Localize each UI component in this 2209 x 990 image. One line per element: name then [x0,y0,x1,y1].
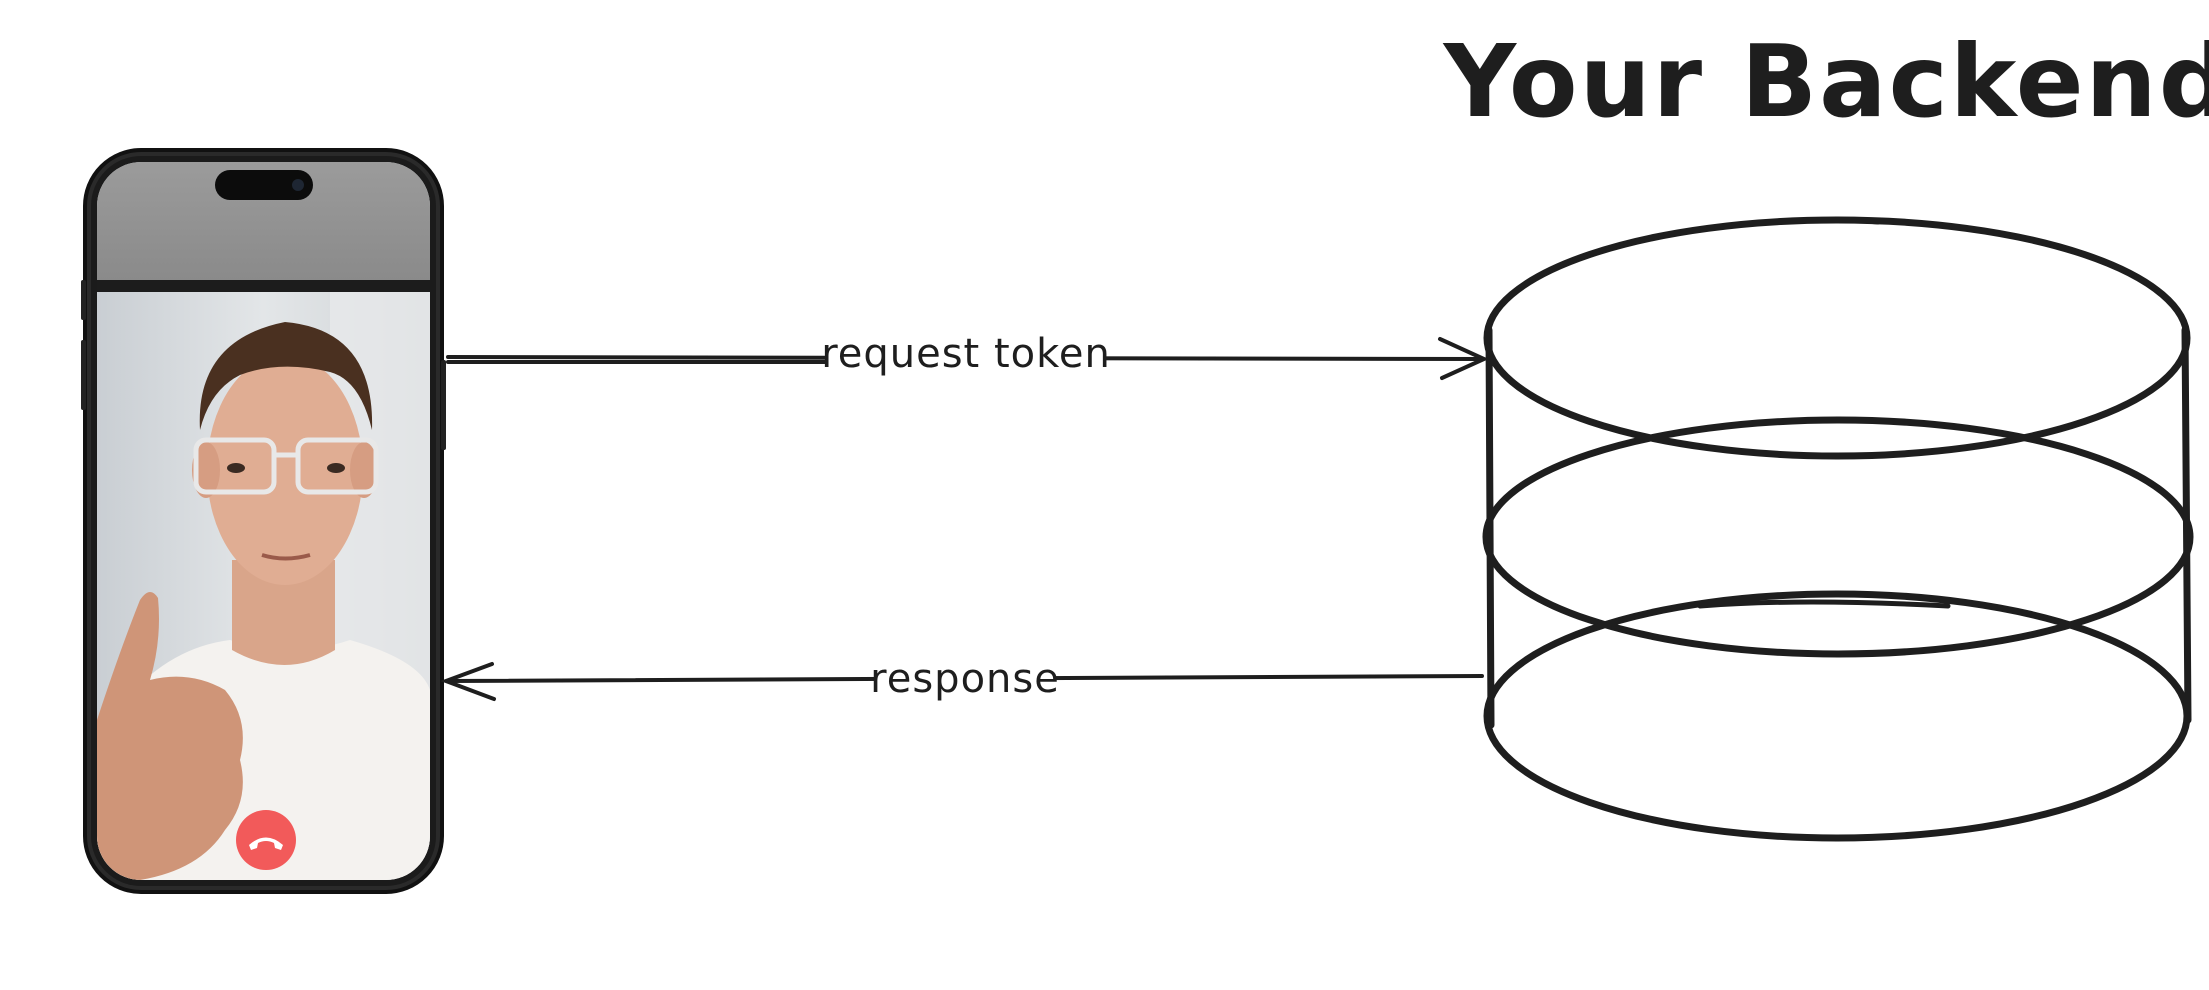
dynamic-island [215,170,313,200]
response-label: response [870,656,1060,702]
phone-device [81,148,446,894]
diagram-title: Your Backend [1443,23,2209,140]
person-face [207,355,363,585]
thumbs-up-hand [97,591,243,880]
person-hair [199,322,373,430]
request-token-label: request token [821,331,1111,377]
phone-hangup-icon [249,837,283,850]
person-glasses [193,437,379,495]
end-call-button[interactable] [236,810,296,870]
phone-screen [97,162,430,880]
database-icon [1482,216,2194,842]
